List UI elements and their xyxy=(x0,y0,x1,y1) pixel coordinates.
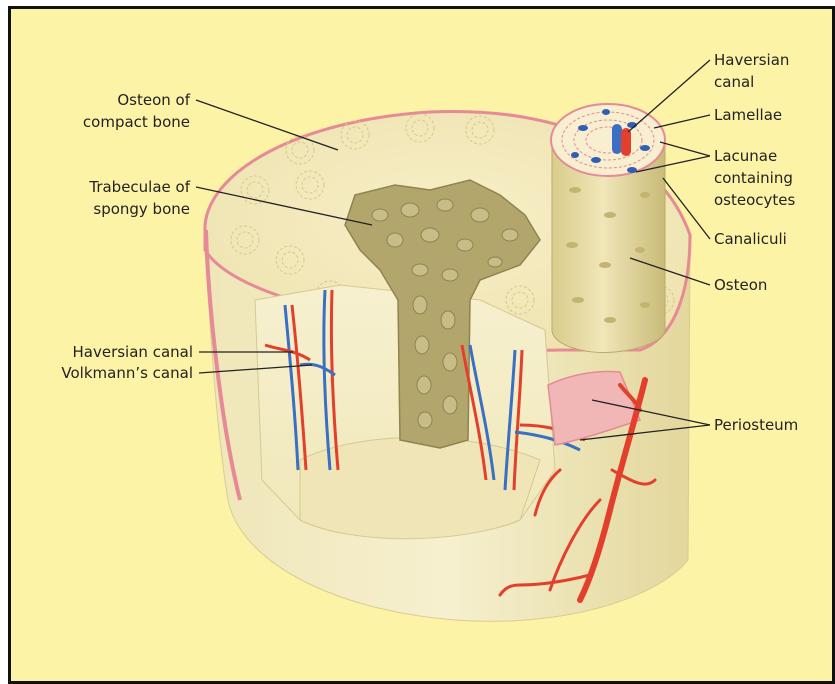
label-lacunae-line2: containing xyxy=(714,168,793,188)
label-trabeculae-line1: Trabeculae of xyxy=(50,177,190,197)
label-haversian-canal-left: Haversian canal xyxy=(30,342,193,362)
label-trabeculae-line2: spongy bone xyxy=(50,199,190,219)
label-osteon-compact-line2: compact bone xyxy=(50,112,190,132)
label-lacunae-line3: osteocytes xyxy=(714,190,795,210)
label-volkmanns-canal: Volkmann’s canal xyxy=(30,363,193,383)
label-periosteum: Periosteum xyxy=(714,415,798,435)
haversian-canal-vessels xyxy=(612,124,631,156)
label-osteon: Osteon xyxy=(714,275,767,295)
label-osteon-compact-line1: Osteon of xyxy=(70,90,190,110)
label-lamellae: Lamellae xyxy=(714,105,782,125)
label-lacunae-line1: Lacunae xyxy=(714,146,777,166)
label-haversian-line1: Haversian xyxy=(714,50,789,70)
label-haversian-line2: canal xyxy=(714,72,754,92)
label-canaliculi: Canaliculi xyxy=(714,229,787,249)
